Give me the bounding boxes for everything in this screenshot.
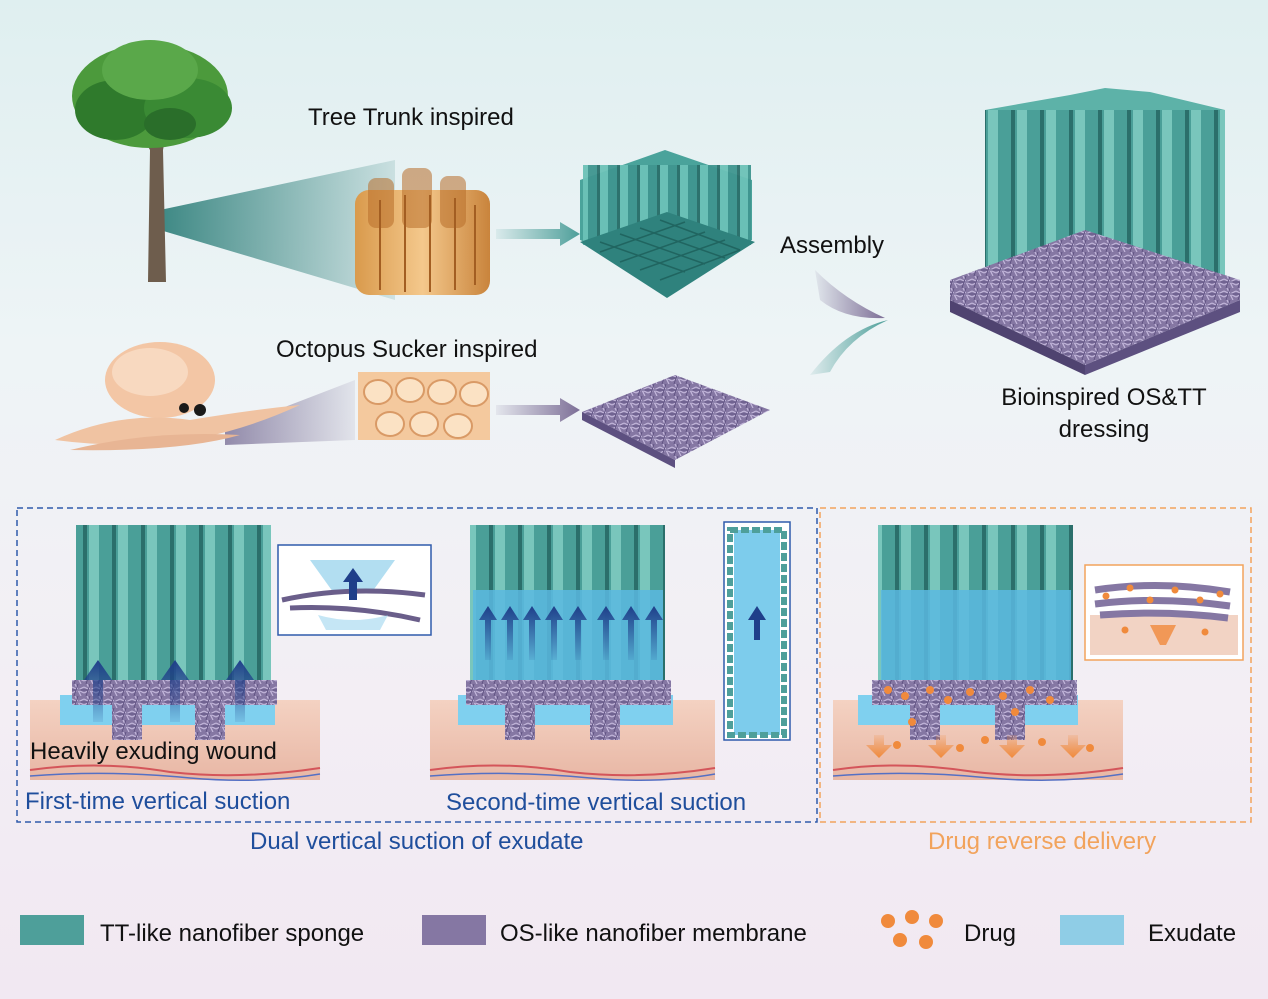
- octopus-sucker-label: Octopus Sucker inspired: [276, 336, 538, 363]
- second-suction-caption: Second-time vertical suction: [446, 789, 747, 816]
- drug-delivery-frame: [819, 507, 1252, 823]
- dual-suction-caption: Dual vertical suction of exudate: [250, 828, 584, 855]
- octopus-illustration: [55, 342, 355, 451]
- panel-second-suction: [429, 521, 791, 781]
- arrow-to-membrane: [496, 398, 580, 422]
- drug-delivery-caption: Drug reverse delivery: [928, 828, 1157, 855]
- legend-tt-sponge-label: TT-like nanofiber sponge: [100, 920, 365, 947]
- panel-first-suction: [29, 525, 432, 781]
- exudate-swatch: [1060, 915, 1124, 945]
- wound-label: Heavily exuding wound: [30, 738, 277, 765]
- tt-sponge-small: [580, 150, 755, 298]
- legend-drug-label: Drug: [964, 920, 1017, 947]
- legend-exudate-label: Exudate: [1148, 920, 1237, 947]
- legend-os-membrane-label: OS-like nanofiber membrane: [500, 920, 807, 947]
- tree-trunk-label: Tree Trunk inspired: [308, 104, 514, 131]
- zoom-beam-octopus: [225, 380, 355, 445]
- assembly-label: Assembly: [780, 232, 885, 259]
- drug-dots: [881, 910, 943, 949]
- assembly-arrows: [810, 270, 888, 375]
- sucker-closeup-illustration: [358, 372, 490, 440]
- zoom-beam-tree: [160, 160, 395, 300]
- arrow-to-sponge: [496, 222, 580, 246]
- tree-trunk: [120, 108, 183, 282]
- panel-drug-delivery: [832, 525, 1244, 781]
- tt-sponge-swatch: [20, 915, 84, 945]
- first-suction-caption: First-time vertical suction: [25, 788, 291, 815]
- dual-suction-frame: [16, 507, 818, 823]
- tree-illustration: [72, 40, 395, 300]
- wood-cells-illustration: [355, 168, 490, 295]
- os-membrane-swatch: [422, 915, 486, 945]
- large-dressing-illustration: [950, 88, 1240, 375]
- dressing-label-line2: dressing: [1058, 416, 1150, 443]
- tree-canopy: [72, 40, 232, 148]
- dressing-label-line1: Bioinspired OS&TT: [1001, 384, 1207, 411]
- os-membrane-small: [582, 375, 770, 460]
